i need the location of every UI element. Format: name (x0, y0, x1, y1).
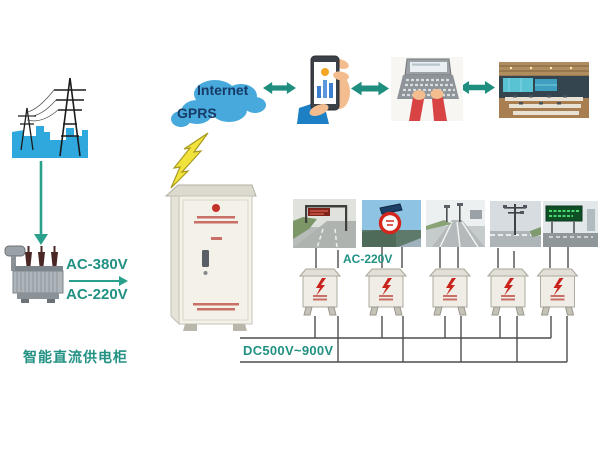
field-power-box-icon (299, 268, 341, 316)
screen-chart (317, 80, 333, 98)
box-to-bus-lines (314, 316, 568, 362)
dc-power-cabinet-image (164, 184, 257, 331)
lightning-icon (382, 278, 392, 296)
lightning-icon (316, 278, 326, 296)
solar-panel (379, 203, 403, 215)
dc-bus-label: DC500V~900V (243, 343, 334, 358)
green-led-guide-sign-photo (543, 201, 598, 247)
roadside-sensor-mast-photo (490, 201, 541, 247)
bushings (25, 246, 58, 266)
red-led-board (308, 208, 330, 216)
internet-label: Internet (197, 82, 249, 98)
smart-dc-cabinet-caption: 智能直流供电柜 (23, 349, 128, 365)
large-pylon (54, 77, 86, 157)
field-power-box-icon (365, 268, 407, 316)
cloud-icon (171, 80, 266, 127)
sync-arrow-cloud-phone (263, 82, 296, 94)
power-wires (26, 89, 59, 122)
photo-to-box-lines (315, 247, 569, 268)
control-room-photo (499, 62, 589, 118)
green-led-board (545, 205, 583, 222)
door-handle (202, 250, 209, 267)
ac220-left-label: AC-220V (66, 286, 128, 303)
cabinet-red-text-lines (193, 216, 239, 311)
gprs-label: GPRS (177, 105, 217, 121)
lightning-icon (553, 278, 564, 296)
speed-sign (378, 211, 402, 235)
laptop-typing-icon (391, 57, 463, 121)
field-power-box-icon (429, 268, 471, 316)
ac380-label: AC-380V (66, 256, 128, 273)
field-power-box-icon (487, 268, 529, 316)
wall-screen-left (503, 78, 533, 92)
road-gantry-led-photo (293, 199, 356, 248)
ac220-right-label: AC-220V (343, 252, 393, 266)
app-dot (321, 68, 329, 76)
mobile-phone-in-hand-icon (297, 55, 350, 124)
sync-arrow-laptop-room (459, 81, 495, 94)
sync-arrow-phone-laptop (351, 81, 389, 96)
grid-flow-down-arrow (34, 161, 48, 245)
small-pylon (18, 107, 36, 151)
ac-flow-right-arrow (69, 276, 128, 286)
desk-rows (505, 97, 583, 115)
lightning-icon (446, 278, 456, 296)
cabinet-logo (212, 204, 220, 212)
transmission-towers-icon (12, 77, 88, 158)
lightning-bolt-icon (170, 132, 209, 189)
keyboard-keys (402, 78, 457, 97)
highway-poles-photo (426, 200, 485, 247)
solar-speed-sign-photo (362, 200, 421, 247)
lightning-icon (504, 278, 514, 296)
transformer-icon (4, 245, 64, 303)
field-power-box-icon (536, 268, 579, 316)
